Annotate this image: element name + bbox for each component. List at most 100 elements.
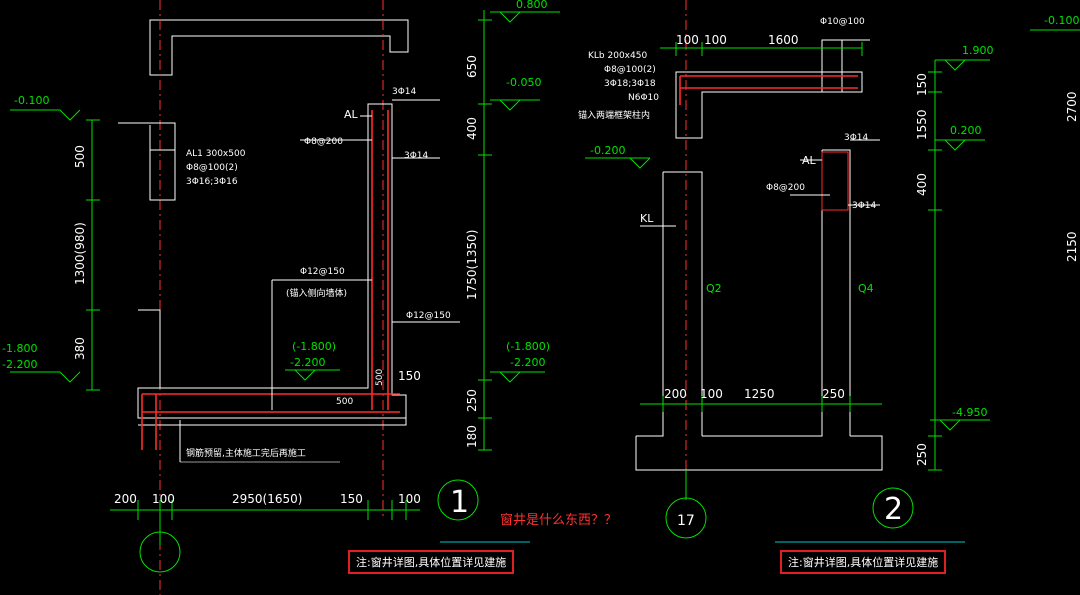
r-3d14-top: 3Φ14 (844, 133, 869, 143)
r-elev-left: -0.200 (590, 144, 625, 157)
elev-left-b: -2.200 (2, 358, 37, 371)
left-annotations: AL1 300x500 Φ8@100(2) 3Φ16;3Φ16 3Φ14 AL … (186, 87, 451, 459)
right-dim-texts: 100 100 1600 200 100 1250 250 150 1550 4… (664, 33, 1079, 466)
right-wall-left (663, 171, 703, 436)
r-phi8: Φ8@200 (766, 183, 805, 193)
dim-400: 400 (465, 117, 479, 140)
rdim-400: 400 (915, 173, 929, 196)
slab-bar: Φ12@150 (300, 267, 345, 277)
rdim-100a: 100 (676, 33, 699, 47)
klb-3: 3Φ18;3Φ18 (604, 79, 656, 89)
bar-al: AL (344, 108, 359, 121)
left-detail-number-circle (437, 479, 479, 521)
beam-label-2: Φ8@100(2) (186, 163, 238, 173)
left-leaders (150, 99, 460, 462)
left-wall-lower (138, 309, 161, 388)
right-elevation-texts: -0.200 1.900 0.200 -4.950 -0.100 Q2 Q4 (590, 14, 1079, 419)
dim-500-vert: 500 (375, 369, 385, 386)
elev-top: 0.800 (516, 0, 548, 11)
left-dim-texts: 500 1300(980) 380 650 400 1750(1350) 250… (73, 55, 479, 506)
edge-2150: 2150 (1065, 231, 1079, 262)
right-wall-right (822, 149, 851, 436)
wall-q4: Q4 (858, 282, 874, 295)
right-detail-number: 2 (884, 492, 903, 527)
elev-right-a: -0.050 (506, 76, 541, 89)
left-dimension-lines (10, 10, 560, 545)
klb-2: Φ8@100(2) (604, 65, 656, 75)
left-top-parapet (149, 19, 409, 76)
right-annotations: Φ10@100 KLb 200x450 Φ8@100(2) 3Φ18;3Φ18 … (578, 17, 877, 225)
rdim-b100: 100 (700, 387, 723, 401)
right-axis-number: 17 (677, 513, 695, 529)
slab-note: (锚入侧向墙体) (286, 287, 347, 299)
rdim-b200: 200 (664, 387, 687, 401)
left-detail-number: 1 (450, 485, 469, 520)
right-foundation (635, 150, 883, 471)
right-dimension-lines (585, 29, 1080, 500)
bar-3d14-mid: 3Φ14 (404, 151, 429, 161)
rdim-150: 150 (915, 73, 929, 96)
bdim-100a: 100 (152, 492, 175, 506)
r-3d14-bot: 3Φ14 (852, 201, 877, 211)
bar-3d14-top: 3Φ14 (392, 87, 417, 97)
left-beam-al1 (118, 122, 176, 201)
question-text: 窗井是什么东西？？ (500, 513, 618, 528)
inner-elev-b: -2.200 (290, 356, 325, 369)
r-elev-0200: 0.200 (950, 124, 982, 137)
r-elev-0100: -0.100 (1044, 14, 1079, 27)
right-top-slab (675, 71, 863, 139)
anchor-note: 锚入两端框架柱内 (578, 109, 650, 121)
dim-180: 180 (465, 425, 479, 448)
al-label: AL (802, 154, 817, 167)
left-elevation-texts: -0.100 -1.800 -2.200 -0.050 (-1.800) -2.… (2, 0, 550, 371)
kl-label: KL (640, 212, 654, 225)
dim-1750: 1750(1350) (465, 230, 479, 300)
rdim-1550: 1550 (915, 109, 929, 140)
rdim-250: 250 (915, 443, 929, 466)
wall-bar: Φ12@150 (406, 311, 451, 321)
right-note-box: 注:窗井详图,具体位置详见建施 (780, 550, 947, 574)
right-detail (440, 0, 1080, 543)
dim-380: 380 (73, 337, 87, 360)
bdim-150: 150 (340, 492, 363, 506)
edge-2700: 2700 (1065, 91, 1079, 122)
right-top-column (821, 39, 843, 93)
beam-label-3: 3Φ16;3Φ16 (186, 177, 238, 187)
bar-phi8: Φ8@200 (304, 137, 343, 147)
elev-left-top: -0.100 (14, 94, 49, 107)
bdim-2950: 2950(1650) (232, 492, 302, 506)
klb-1: KLb 200x450 (588, 51, 647, 61)
inner-elev-a: (-1.800) (292, 340, 336, 353)
rdim-100b: 100 (704, 33, 727, 47)
dim-500-inner: 500 (336, 397, 353, 407)
right-leaders (640, 39, 880, 227)
top-bar: Φ10@100 (820, 17, 865, 27)
right-detail-number-circle (872, 487, 914, 529)
bdim-100b: 100 (398, 492, 421, 506)
r-elev-1900: 1.900 (962, 44, 994, 57)
elev-left-a: -1.800 (2, 342, 37, 355)
beam-label-1: AL1 300x500 (186, 149, 246, 159)
right-axis-bubble (665, 497, 707, 539)
rdim-b1250: 1250 (744, 387, 775, 401)
dim-250: 250 (465, 389, 479, 412)
left-detail (10, 0, 560, 595)
dim-150-side: 150 (398, 369, 421, 383)
right-top-rebars (679, 75, 858, 105)
elev-right-c: -2.200 (510, 356, 545, 369)
left-rebars (141, 110, 400, 450)
bdim-200: 200 (114, 492, 137, 506)
dim-650: 650 (465, 55, 479, 78)
bottom-note: 钢筋预留,主体施工完后再施工 (186, 447, 306, 459)
dim-1300: 1300(980) (73, 222, 87, 285)
r-elev-4950: -4.950 (952, 406, 987, 419)
right-al-beam (821, 151, 849, 211)
left-axis-bubble-bottom (139, 531, 181, 573)
rdim-b250: 250 (822, 387, 845, 401)
dim-500: 500 (73, 145, 87, 168)
elev-right-b: (-1.800) (506, 340, 550, 353)
klb-4: N6Φ10 (628, 93, 659, 103)
rdim-1600: 1600 (768, 33, 799, 47)
left-slab-extension (138, 417, 407, 426)
